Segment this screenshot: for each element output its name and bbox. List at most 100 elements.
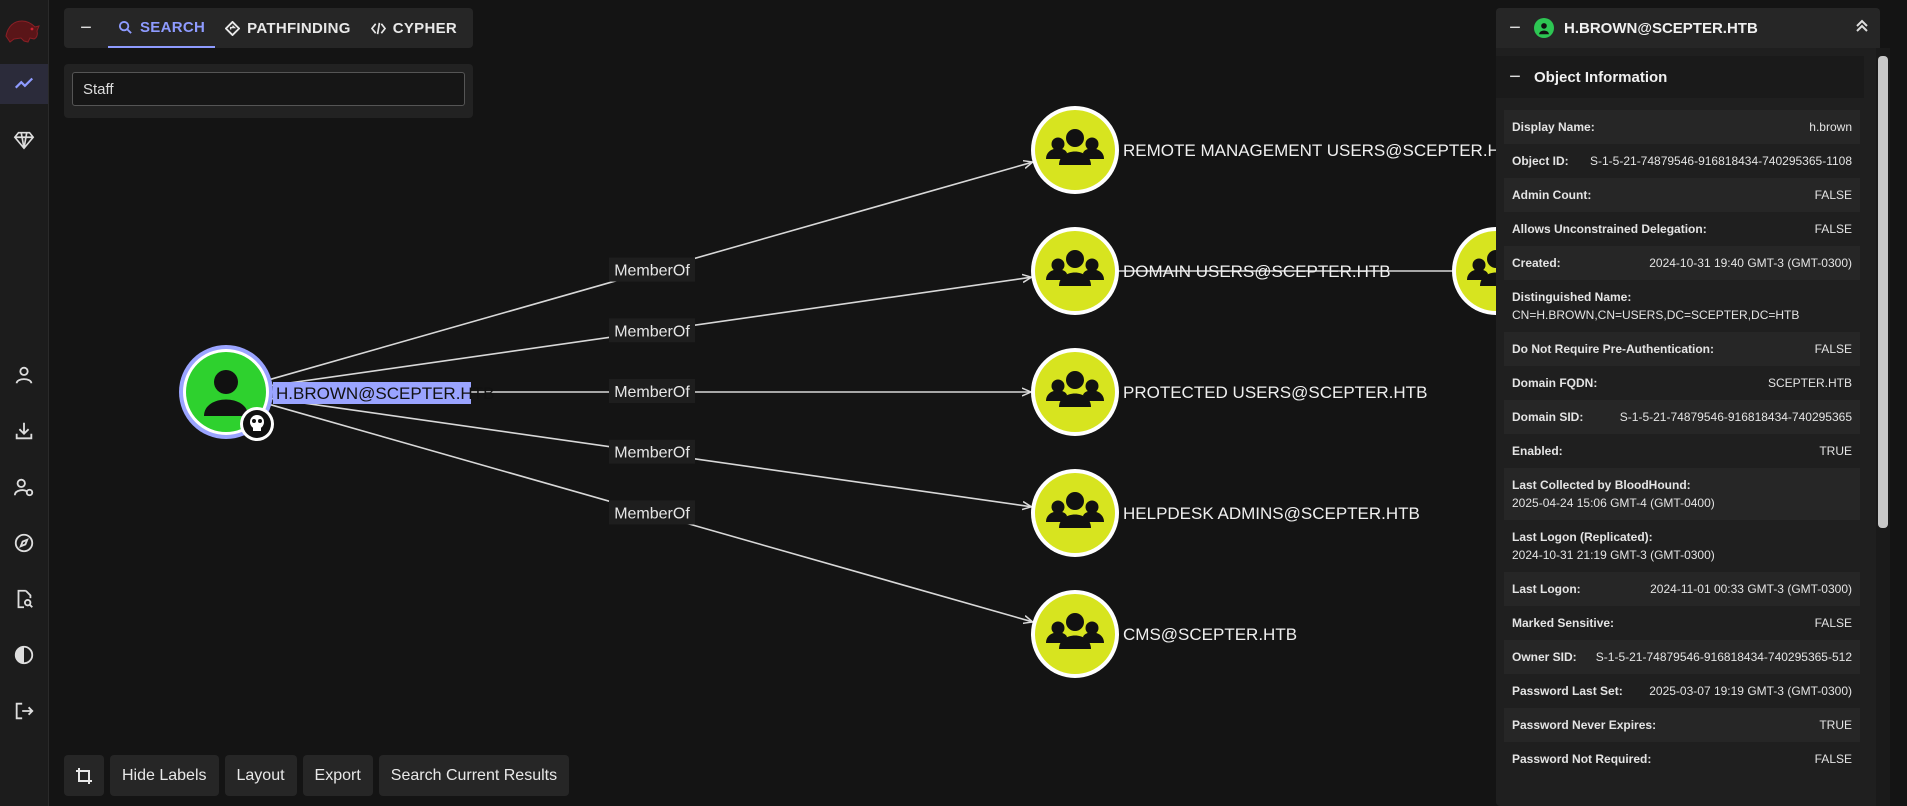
group-icon bbox=[1046, 492, 1104, 528]
group-icon bbox=[1046, 129, 1104, 165]
group-node-label: CMS@SCEPTER.HTB bbox=[1123, 625, 1297, 644]
entity-panel: − H.BROWN@SCEPTER.HTB − Object Informati… bbox=[1496, 8, 1880, 806]
property-value: FALSE bbox=[1814, 188, 1852, 202]
property-value: FALSE bbox=[1814, 342, 1852, 356]
edge-label-text: MemberOf bbox=[614, 323, 690, 340]
rail-docs-button[interactable] bbox=[0, 523, 48, 563]
property-key: Password Last Set: bbox=[1512, 684, 1623, 698]
property-value: FALSE bbox=[1814, 616, 1852, 630]
property-value: S-1-5-21-74879546-916818434-740295365-11… bbox=[1590, 154, 1852, 168]
property-row: Marked Sensitive:FALSE bbox=[1504, 606, 1860, 640]
rail-logout-button[interactable] bbox=[0, 691, 48, 731]
trend-line-icon bbox=[14, 77, 34, 89]
property-key: Allows Unconstrained Delegation: bbox=[1512, 222, 1707, 236]
property-key: Last Logon: bbox=[1512, 582, 1581, 596]
property-row: Last Logon (Replicated):2024-10-31 21:19… bbox=[1504, 520, 1860, 572]
property-value: S-1-5-21-74879546-916818434-740295365 bbox=[1619, 410, 1852, 424]
property-value: 2024-10-31 19:40 GMT-3 (GMT-0300) bbox=[1649, 256, 1852, 270]
rail-posture-button[interactable] bbox=[0, 120, 48, 160]
group-icon bbox=[1046, 613, 1104, 649]
property-key: Enabled: bbox=[1512, 444, 1563, 458]
edge-label[interactable]: MemberOf bbox=[609, 500, 695, 525]
rail-admin-button[interactable] bbox=[0, 467, 48, 507]
group-node[interactable]: PROTECTED USERS@SCEPTER.HTB bbox=[1031, 348, 1427, 436]
property-row: Distinguished Name:CN=H.BROWN,CN=USERS,D… bbox=[1504, 280, 1860, 332]
file-search-icon bbox=[17, 589, 33, 609]
property-row: Allows Unconstrained Delegation: FALSE bbox=[1504, 212, 1860, 246]
group-node[interactable]: CMS@SCEPTER.HTB bbox=[1031, 590, 1297, 678]
collapse-search-button[interactable]: − bbox=[80, 16, 92, 39]
entity-title: H.BROWN@SCEPTER.HTB bbox=[1564, 19, 1758, 37]
group-node[interactable]: HELPDESK ADMINS@SCEPTER.HTB bbox=[1031, 469, 1420, 557]
property-value: SCEPTER.HTB bbox=[1767, 376, 1852, 390]
property-row: Password Not Required:FALSE bbox=[1504, 742, 1860, 776]
contrast-icon bbox=[14, 645, 34, 665]
property-key: Display Name: bbox=[1512, 120, 1595, 134]
property-key: Password Never Expires: bbox=[1512, 718, 1657, 732]
owned-skull-icon bbox=[240, 407, 274, 441]
edge-label-text: MemberOf bbox=[614, 505, 690, 522]
group-node-label: HELPDESK ADMINS@SCEPTER.HTB bbox=[1123, 504, 1420, 523]
property-row: Domain FQDN:SCEPTER.HTB bbox=[1504, 366, 1860, 400]
edge-label[interactable]: MemberOf bbox=[609, 257, 695, 282]
hide-labels-button[interactable]: Hide Labels bbox=[110, 755, 219, 796]
collapse-section-icon: − bbox=[1509, 65, 1521, 88]
layout-button[interactable]: Layout bbox=[224, 755, 297, 796]
search-icon bbox=[118, 20, 132, 34]
gem-icon bbox=[13, 131, 35, 150]
property-value: 2024-10-31 21:19 GMT-3 (GMT-0300) bbox=[1512, 548, 1715, 562]
user-node-label[interactable]: H.BROWN@SCEPTER.HTB bbox=[273, 382, 494, 404]
property-row: Display Name: h.brown bbox=[1504, 110, 1860, 144]
export-button[interactable]: Export bbox=[302, 755, 373, 796]
edge-label[interactable]: MemberOf bbox=[609, 439, 695, 464]
nodes: REMOTE MANAGEMENT USERS@SCEPTER.HTB DOMAI… bbox=[179, 106, 1496, 678]
property-row: Password Last Set:2025-03-07 19:19 GMT-3… bbox=[1504, 674, 1860, 708]
panel-scrollbar[interactable] bbox=[1878, 56, 1888, 528]
user-avatar-icon bbox=[1534, 18, 1554, 38]
group-node[interactable]: DOMAIN USERS@SCEPTER.HTB bbox=[1031, 227, 1391, 315]
tab-search[interactable]: SEARCH bbox=[108, 8, 216, 48]
group-icon bbox=[1046, 371, 1104, 407]
search-current-results-button[interactable]: Search Current Results bbox=[378, 755, 570, 796]
minimize-panel-button[interactable]: − bbox=[1509, 16, 1521, 39]
property-row: Last Collected by BloodHound:2025-04-24 … bbox=[1504, 468, 1860, 520]
object-information-header[interactable]: − Object Information bbox=[1496, 56, 1864, 98]
rail-explore-button[interactable] bbox=[0, 64, 48, 104]
property-row: Admin Count: FALSE bbox=[1504, 178, 1860, 212]
graph-canvas[interactable]: MemberOfMemberOfMemberOfMemberOfMemberOf… bbox=[48, 0, 1496, 806]
property-row: Domain SID:S-1-5-21-74879546-916818434-7… bbox=[1504, 400, 1860, 434]
property-row: Owner SID:S-1-5-21-74879546-916818434-74… bbox=[1504, 640, 1860, 674]
explore-tabs: − SEARCH PATHFINDING CYPHER bbox=[64, 8, 473, 48]
group-node[interactable] bbox=[1452, 227, 1496, 315]
crop-button[interactable] bbox=[64, 755, 104, 796]
rail-profile-button[interactable] bbox=[0, 355, 48, 395]
edge-label[interactable]: MemberOf bbox=[609, 318, 695, 343]
download-icon bbox=[15, 422, 33, 440]
property-key: Last Collected by BloodHound: bbox=[1512, 478, 1691, 492]
crop-icon bbox=[76, 767, 92, 784]
rail-theme-button[interactable] bbox=[0, 635, 48, 675]
property-value: h.brown bbox=[1809, 120, 1852, 134]
edge-label-text: MemberOf bbox=[614, 384, 690, 401]
property-value: FALSE bbox=[1814, 222, 1852, 236]
user-icon bbox=[15, 366, 33, 384]
tab-pathfinding-label: PATHFINDING bbox=[247, 19, 351, 37]
property-key: Do Not Require Pre-Authentication: bbox=[1512, 342, 1715, 356]
property-value: TRUE bbox=[1819, 718, 1852, 732]
property-key: Admin Count: bbox=[1512, 188, 1592, 202]
property-key: Password Not Required: bbox=[1512, 752, 1652, 766]
user-node-label-text: H.BROWN@SCEPTER.HTB bbox=[276, 384, 494, 403]
property-row: Created:2024-10-31 19:40 GMT-3 (GMT-0300… bbox=[1504, 246, 1860, 280]
code-icon bbox=[370, 22, 386, 34]
user-node[interactable]: H.BROWN@SCEPTER.HTB bbox=[179, 345, 494, 441]
rail-file-search-button[interactable] bbox=[0, 579, 48, 619]
collapse-panel-button[interactable] bbox=[1844, 19, 1880, 37]
tab-pathfinding[interactable]: PATHFINDING bbox=[215, 8, 361, 48]
search-input[interactable] bbox=[72, 72, 465, 106]
edge-label[interactable]: MemberOf bbox=[609, 379, 695, 403]
rail-download-button[interactable] bbox=[0, 411, 48, 451]
user-gear-icon bbox=[13, 478, 34, 497]
section-title: Object Information bbox=[1534, 68, 1668, 86]
tab-cypher[interactable]: CYPHER bbox=[361, 8, 467, 48]
group-node[interactable]: REMOTE MANAGEMENT USERS@SCEPTER.HTB bbox=[1031, 106, 1496, 194]
